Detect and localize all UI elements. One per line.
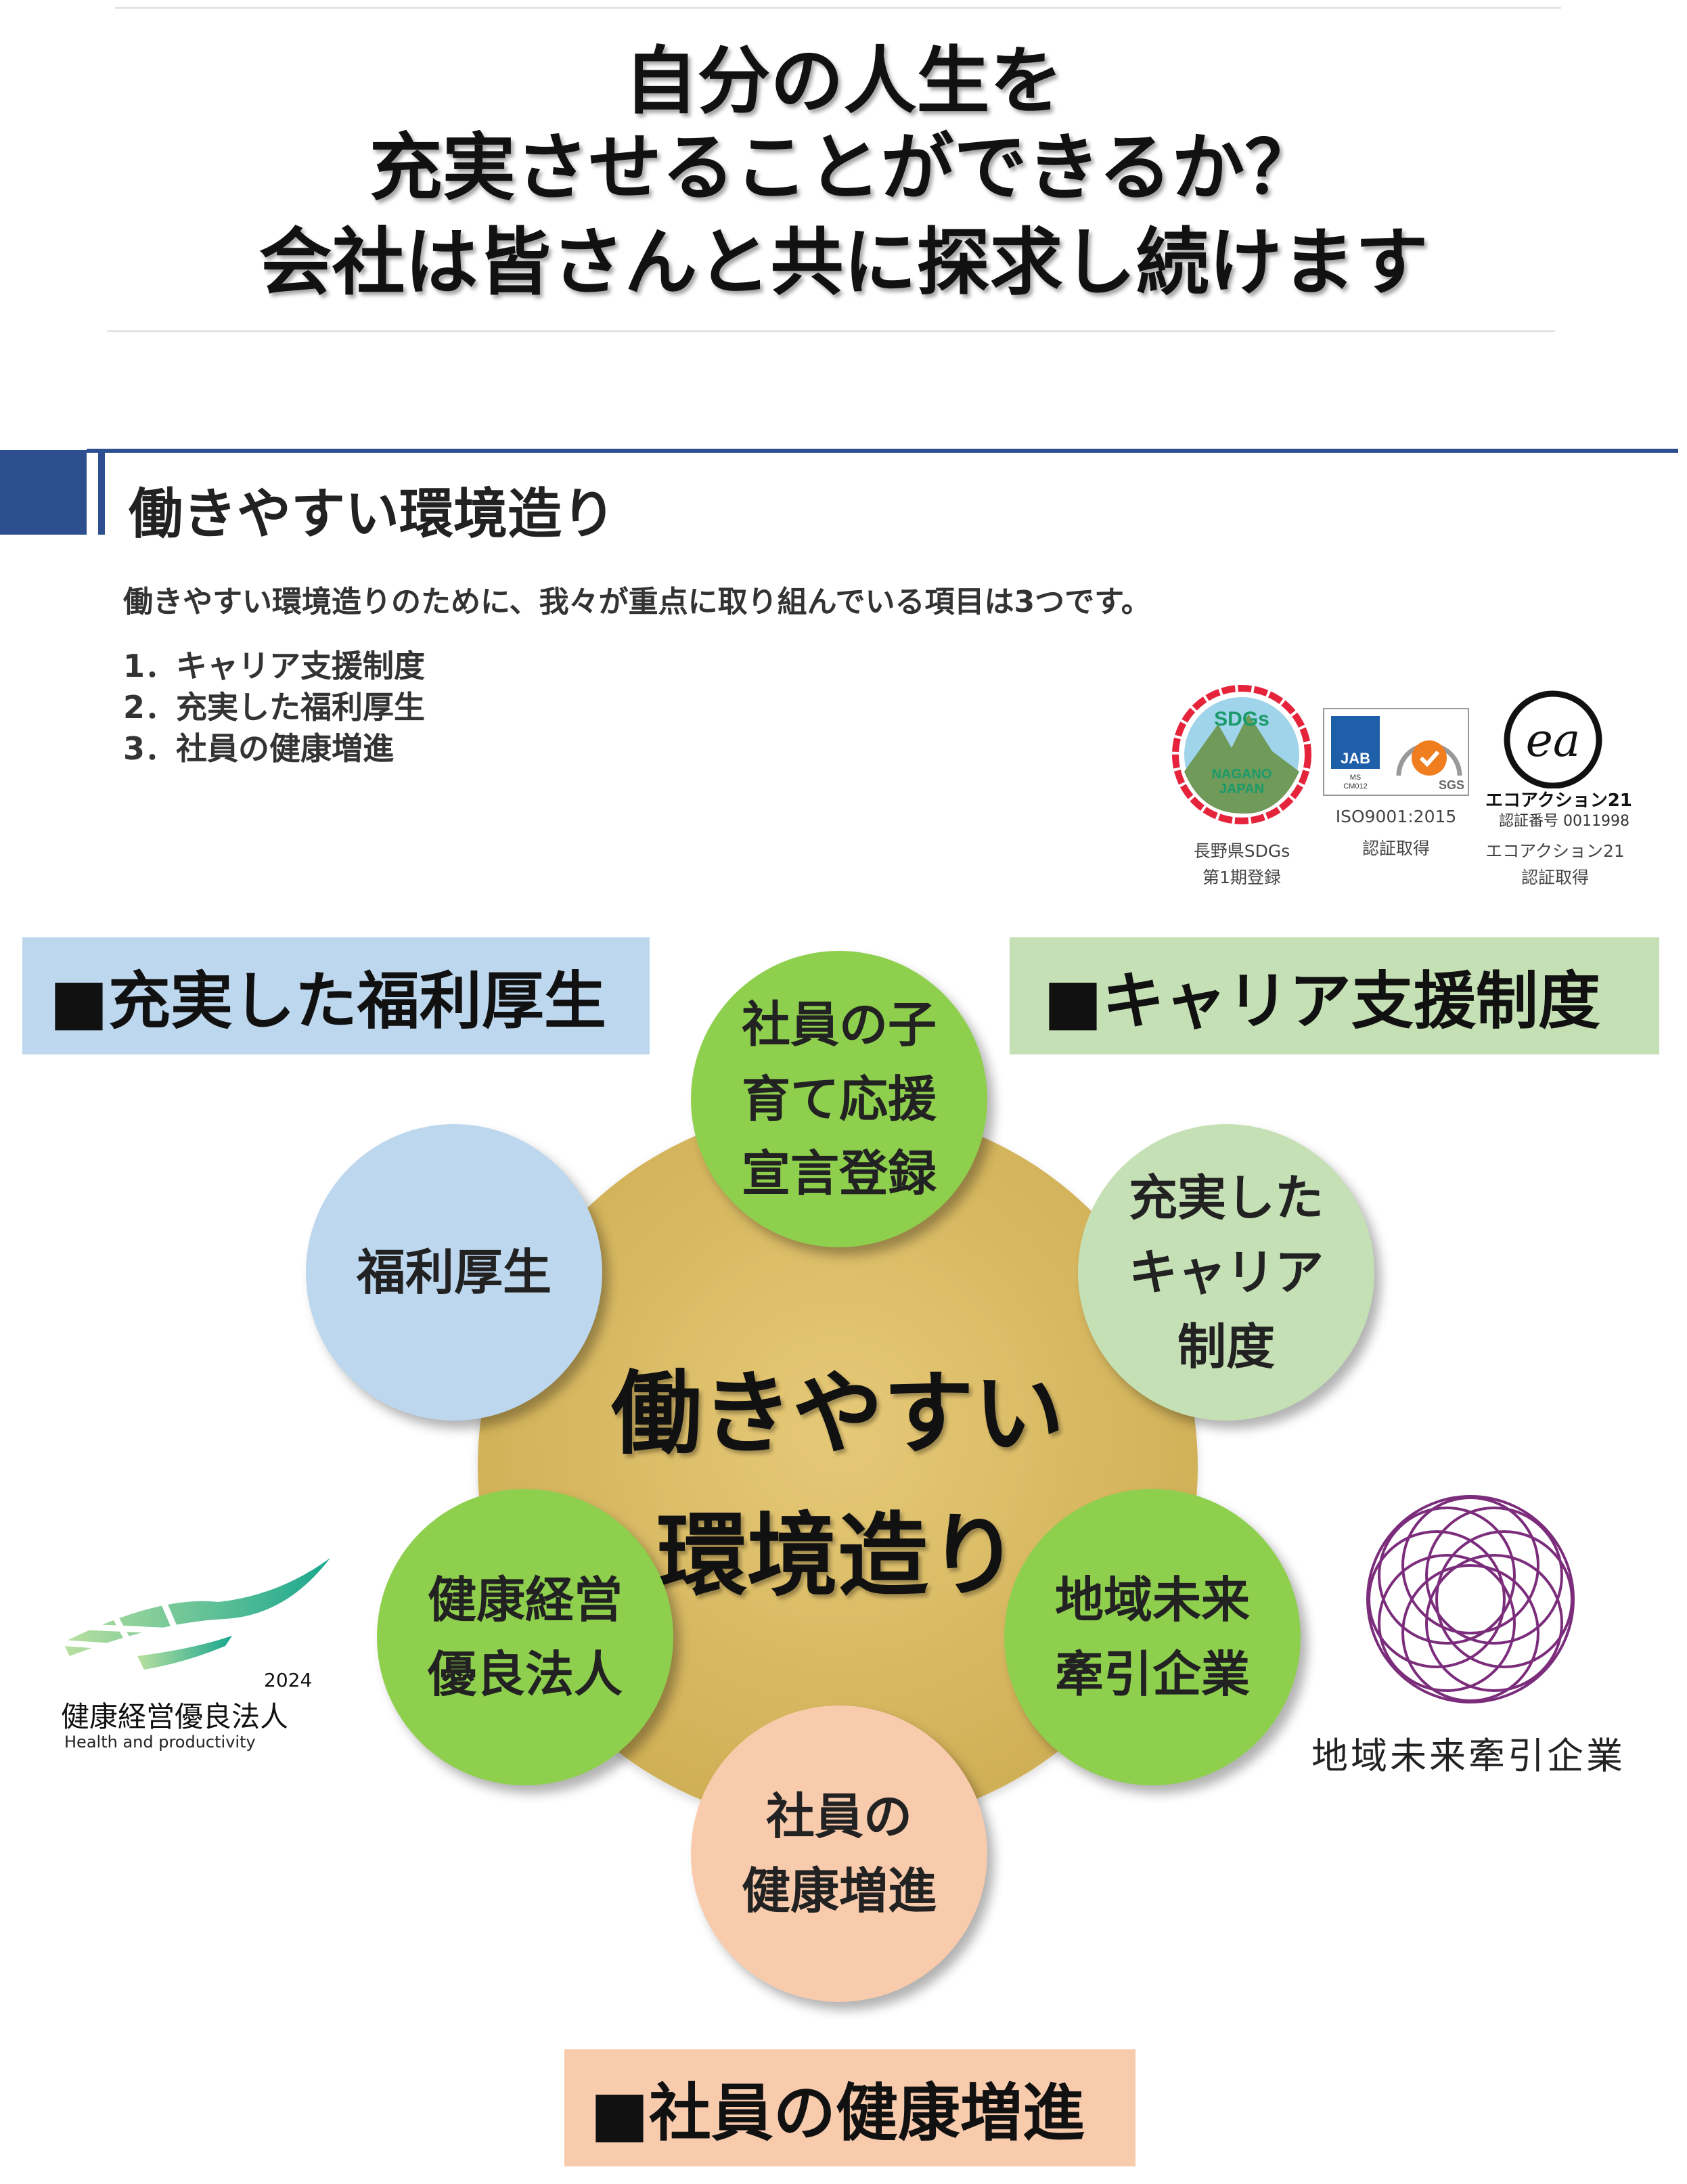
- circle-text: 制度: [1177, 1318, 1275, 1375]
- circle-text: キャリア: [1128, 1244, 1324, 1301]
- circle-kenko: 健康経営 優良法人: [377, 1489, 673, 1785]
- circle-text: 社員の子: [741, 996, 937, 1053]
- kenko-en: Health and productivity: [64, 1733, 256, 1752]
- circle-health: 社員の 健康増進: [691, 1706, 987, 2002]
- circle-regional: 地域未来 牽引企業: [1004, 1489, 1301, 1785]
- circle-welfare: 福利厚生: [306, 1124, 602, 1421]
- circle-text: 優良法人: [427, 1646, 623, 1703]
- circle-childcare: 社員の子 育て応援 宣言登録: [691, 951, 987, 1247]
- circle-career: 充実した キャリア 制度: [1078, 1124, 1374, 1421]
- label-welfare: ■充実した福利厚生: [22, 937, 650, 1054]
- circle-text: 地域未来: [1054, 1572, 1250, 1628]
- svg-text:ea: ea: [1526, 714, 1581, 767]
- center-text-1: 働きやすい: [610, 1361, 1064, 1467]
- svg-text:MS: MS: [1350, 774, 1362, 782]
- section-title: 働きやすい環境造り: [129, 483, 616, 545]
- headline-line-1: 自分の人生を: [624, 39, 1063, 124]
- circle-text: 育て応援: [741, 1071, 937, 1128]
- list-item: 3．社員の健康増進: [123, 730, 395, 767]
- circle-text: 充実した: [1128, 1169, 1324, 1226]
- eco-action-name: エコアクション21: [1485, 790, 1632, 811]
- section-bar: [98, 450, 105, 535]
- label-health: ■社員の健康増進: [564, 2049, 1135, 2166]
- ea-caption-2: 認証取得: [1521, 868, 1589, 887]
- circle-text: 福利厚生: [356, 1244, 552, 1301]
- ea-caption-1: エコアクション21: [1485, 841, 1625, 861]
- kenko-name: 健康経営優良法人: [61, 1700, 289, 1733]
- eco-action-21-logo-icon: ea: [1504, 690, 1602, 788]
- regional-name: 地域未来牽引企業: [1311, 1735, 1625, 1777]
- list-item: 1．キャリア支援制度: [123, 648, 426, 684]
- eco-action-number: 認証番号 0011998: [1499, 813, 1629, 830]
- circle-text: 健康経営: [427, 1572, 623, 1628]
- sdgs-caption-1: 長野県SDGs: [1193, 841, 1290, 861]
- headline-line-2: 充実させることができるか？: [369, 125, 1318, 210]
- svg-text:SGS: SGS: [1439, 778, 1464, 792]
- headline-line-3: 会社は皆さんと共に探求し続けます: [258, 220, 1429, 305]
- bottom-divider: [107, 330, 1555, 332]
- iso-caption-2: 認証取得: [1362, 839, 1430, 858]
- svg-text:NAGANO: NAGANO: [1212, 767, 1272, 782]
- center-text-2: 環境造り: [656, 1503, 1019, 1609]
- sdgs-caption-2: 第1期登録: [1202, 868, 1281, 887]
- section-marker: [0, 450, 87, 535]
- svg-text:JAB: JAB: [1341, 750, 1370, 767]
- top-divider: [115, 7, 1561, 9]
- circle-text: 宣言登録: [741, 1145, 937, 1202]
- svg-text:CM012: CM012: [1343, 782, 1367, 790]
- iso-caption-1: ISO9001:2015: [1335, 807, 1457, 826]
- kenko-year: 2024: [264, 1669, 313, 1691]
- section-rule: [87, 449, 1678, 453]
- svg-text:SDGs: SDGs: [1214, 708, 1269, 730]
- svg-text:JAPAN: JAPAN: [1219, 782, 1264, 797]
- iso-jab-sgs-logo-icon: JAB MS CM012 SGS: [1323, 708, 1469, 796]
- circle-text: 社員の: [765, 1788, 912, 1845]
- section-intro: 働きやすい環境造りのために、我々が重点に取り組んでいる項目は3つです。: [123, 585, 1151, 619]
- list-item: 2．充実した福利厚生: [123, 689, 426, 726]
- kenko-keiei-logo-icon: [56, 1558, 330, 1685]
- regional-leader-logo-icon: [1366, 1495, 1575, 1703]
- sdgs-logo-icon: SDGs NAGANO JAPAN: [1172, 685, 1311, 824]
- label-career: ■キャリア支援制度: [1010, 937, 1659, 1054]
- circle-text: 健康増進: [741, 1863, 937, 1919]
- circle-text: 牽引企業: [1054, 1646, 1250, 1703]
